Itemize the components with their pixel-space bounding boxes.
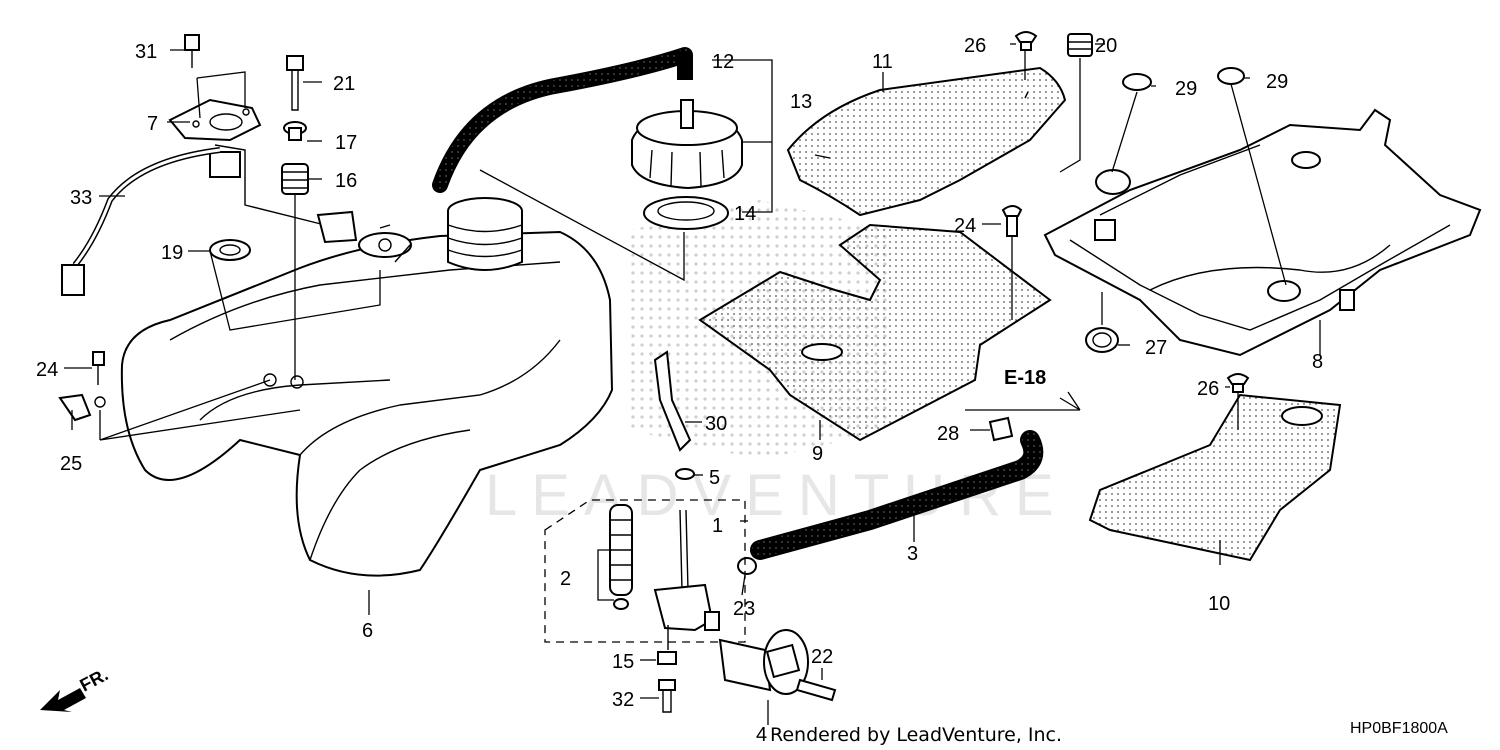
callout-21[interactable]: 21 bbox=[333, 73, 355, 95]
hardware-left bbox=[58, 34, 309, 422]
callout-14[interactable]: 14 bbox=[734, 203, 756, 225]
callout-10[interactable]: 10 bbox=[1208, 593, 1230, 615]
leader-lines bbox=[64, 43, 1321, 725]
callout-12[interactable]: 12 bbox=[712, 51, 734, 73]
callout-16[interactable]: 16 bbox=[335, 170, 357, 192]
callout-13[interactable]: 13 bbox=[790, 91, 812, 113]
callout-1[interactable]: 1 bbox=[712, 515, 723, 537]
tray-bracket bbox=[1043, 108, 1482, 357]
callout-20[interactable]: 20 bbox=[1095, 35, 1117, 57]
callout-29-left[interactable]: 29 bbox=[1175, 78, 1197, 100]
callout-7[interactable]: 7 bbox=[147, 113, 158, 135]
mat-10-hole bbox=[1281, 406, 1323, 426]
callout-5[interactable]: 5 bbox=[709, 467, 720, 489]
callout-6[interactable]: 6 bbox=[362, 620, 373, 642]
fuel-valve-group bbox=[544, 468, 746, 713]
callout-9[interactable]: 9 bbox=[812, 443, 823, 465]
fuel-strainer bbox=[718, 629, 837, 702]
bracket-30 bbox=[653, 350, 692, 452]
callout-15[interactable]: 15 bbox=[612, 651, 634, 673]
callout-2[interactable]: 2 bbox=[560, 568, 571, 590]
fuel-hose bbox=[737, 430, 1044, 575]
callout-4[interactable]: 4 bbox=[756, 724, 767, 746]
front-label: FR. bbox=[76, 664, 111, 695]
callout-26-right[interactable]: 26 bbox=[1197, 378, 1219, 400]
callout-23[interactable]: 23 bbox=[733, 598, 755, 620]
mat-9-hole bbox=[801, 343, 843, 361]
fuel-tank bbox=[120, 197, 614, 577]
callout-24-right[interactable]: 24 bbox=[954, 215, 976, 237]
callout-31[interactable]: 31 bbox=[135, 41, 157, 63]
callout-22[interactable]: 22 bbox=[811, 646, 833, 668]
fuel-gauge-unit bbox=[61, 98, 358, 296]
callout-26-top[interactable]: 26 bbox=[964, 35, 986, 57]
callout-33[interactable]: 33 bbox=[70, 187, 92, 209]
hardware-right bbox=[988, 31, 1250, 442]
callout-30[interactable]: 30 bbox=[705, 413, 727, 435]
callout-27[interactable]: 27 bbox=[1145, 337, 1167, 359]
diagram-code: HP0BF1800A bbox=[1350, 720, 1448, 737]
floor-mat-9 bbox=[698, 223, 1052, 442]
callout-32[interactable]: 32 bbox=[612, 689, 634, 711]
callout-24-left[interactable]: 24 bbox=[36, 359, 58, 381]
callout-3[interactable]: 3 bbox=[907, 543, 918, 565]
floor-mat-10 bbox=[1088, 393, 1342, 562]
callouts: 1 2 3 4 5 6 7 8 9 10 11 12 13 14 15 16 1… bbox=[36, 35, 1323, 746]
callout-29-right[interactable]: 29 bbox=[1266, 71, 1288, 93]
rendered-by: Rendered by LeadVenture, Inc. bbox=[770, 724, 1062, 746]
mat-11-marks bbox=[814, 91, 1029, 159]
callout-28[interactable]: 28 bbox=[937, 423, 959, 445]
callout-25[interactable]: 25 bbox=[60, 453, 82, 475]
callout-8[interactable]: 8 bbox=[1312, 351, 1323, 373]
front-arrow-icon bbox=[40, 688, 86, 712]
front-arrow: FR. bbox=[40, 664, 111, 712]
callout-19[interactable]: 19 bbox=[161, 242, 183, 264]
fuel-cap-assembly bbox=[432, 47, 743, 230]
callout-17[interactable]: 17 bbox=[335, 132, 357, 154]
callout-11[interactable]: 11 bbox=[872, 51, 893, 73]
section-reference[interactable]: E-18 bbox=[1004, 367, 1046, 389]
floor-mat-11 bbox=[786, 66, 1067, 217]
